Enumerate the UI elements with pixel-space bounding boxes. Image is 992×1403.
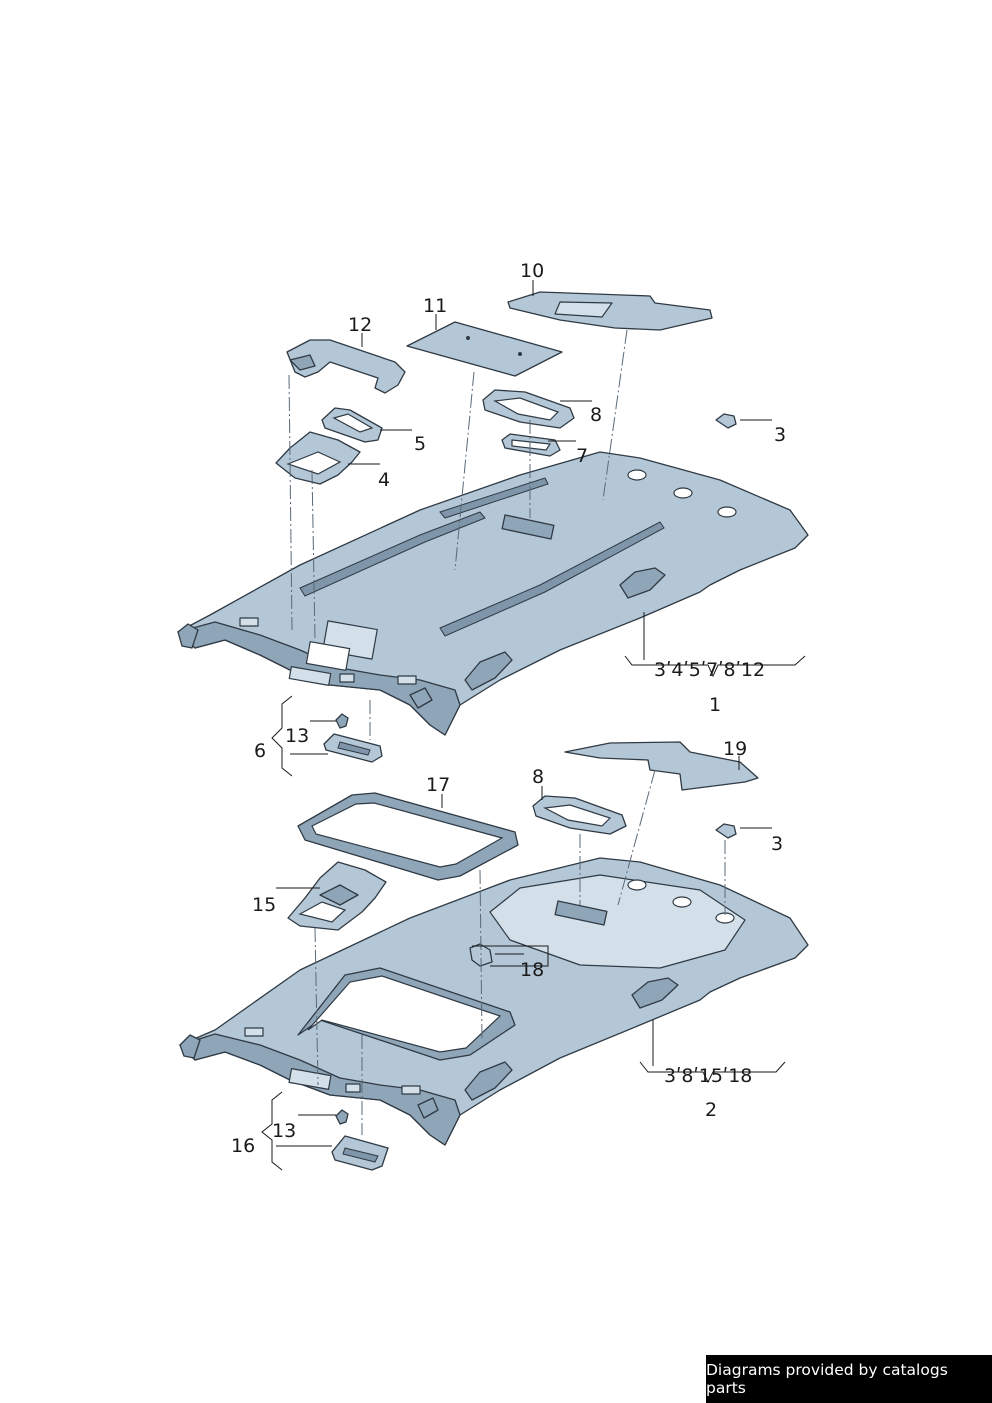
part-11-damper [406, 321, 563, 377]
callout-1: 1 [709, 694, 721, 716]
part-13-clip-lower [335, 1109, 349, 1125]
callout-3-upper: 3 [774, 424, 786, 446]
callout-13-upper: 13 [285, 725, 309, 747]
part-8-frame-upper [482, 389, 575, 429]
dash-leaders-2 [314, 769, 726, 1135]
callout-3-lower: 3 [771, 833, 783, 855]
part-13-clip-upper [335, 713, 349, 729]
callout-7: 7 [576, 445, 588, 467]
leader-lines [261, 280, 806, 1171]
dash-leaders-1 [288, 329, 628, 740]
part-5-bracket [321, 407, 383, 443]
callout-11: 11 [423, 295, 447, 317]
part-15-bracket [287, 861, 387, 931]
credit-banner: Diagrams provided by catalogs parts [706, 1355, 992, 1403]
callout-group-2: 3ʹ8ʹ15ʹ18 [664, 1065, 752, 1087]
callout-15: 15 [252, 894, 276, 916]
callout-8-upper: 8 [590, 404, 602, 426]
part-3-clip-upper [715, 413, 737, 429]
callout-16: 16 [231, 1135, 255, 1157]
callout-13-lower: 13 [272, 1120, 296, 1142]
part-17-sunroof-frame [297, 792, 519, 881]
callout-6: 6 [254, 740, 266, 762]
headliner-1 [177, 451, 809, 736]
callout-18: 18 [520, 959, 544, 981]
part-19-insulation [564, 741, 759, 791]
part-12-handle-housing [286, 339, 406, 394]
part-10-insulation [507, 291, 713, 331]
part-18-clip [469, 943, 493, 967]
part-7-frame-small [501, 433, 561, 457]
callout-17: 17 [426, 774, 450, 796]
credit-text: Diagrams provided by catalogs parts [706, 1361, 948, 1397]
part-6-lamp-upper [323, 733, 383, 763]
callout-2: 2 [705, 1099, 717, 1121]
part-3-clip-lower [715, 823, 737, 839]
headliner-2 [179, 857, 809, 1146]
part-8-frame-lower [532, 795, 627, 835]
callout-10: 10 [520, 260, 544, 282]
callout-12: 12 [348, 314, 372, 336]
callout-labels: 10 11 12 8 5 3 7 4 3ʹ4ʹ5ʹ7ʹ8ʹ12 1 13 6 1… [231, 260, 786, 1157]
callout-19: 19 [723, 738, 747, 760]
part-4-bracket [275, 431, 361, 485]
callout-4: 4 [378, 469, 390, 491]
callout-5: 5 [414, 433, 426, 455]
part-16-lamp-lower [331, 1135, 389, 1171]
callout-group-1: 3ʹ4ʹ5ʹ7ʹ8ʹ12 [654, 659, 765, 681]
callout-8-lower: 8 [532, 766, 544, 788]
